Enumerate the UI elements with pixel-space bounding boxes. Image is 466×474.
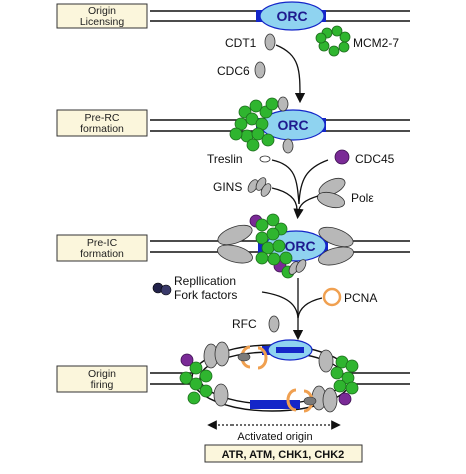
gins-protein (288, 259, 307, 275)
rfc-protein (268, 315, 280, 333)
cdc45-protein (334, 149, 350, 165)
stage-label-box (56, 3, 148, 29)
stage-label-line1: Origin (88, 368, 116, 380)
stage-pre-rc-formation: Pre-RC formation ORC Treslin CDC45 GINS (56, 96, 410, 220)
replisome-right (286, 349, 359, 413)
fork-factors-label-line2: Fork factors (174, 288, 237, 302)
orc-label: ORC (284, 238, 315, 254)
checkpoint-box (204, 444, 363, 463)
cdc6-protein (254, 61, 266, 79)
fork-factors-icon (152, 282, 172, 296)
stage-label-box (56, 234, 148, 262)
pcna-ring (322, 287, 342, 307)
mcm-double-hexamer (255, 213, 295, 279)
stage-pre-ic-formation: Pre-IC formation ORC (56, 213, 410, 341)
stage-origin-firing: Origin firing (56, 339, 410, 463)
stage-label-box (56, 109, 148, 137)
arrow-join-treslin (271, 159, 300, 205)
arrow-join-fork (261, 291, 299, 319)
mcm-label: MCM2-7 (353, 36, 399, 50)
cdt1-label: CDT1 (225, 36, 257, 50)
mcm-double-hexamer (229, 97, 279, 152)
stage-label-line2: formation (80, 123, 124, 135)
arrow-join-pcna (297, 297, 323, 319)
gins-label: GINS (213, 180, 242, 194)
pcna-label: PCNA (344, 291, 377, 305)
replisome-left (179, 341, 268, 407)
arrow-licensing-to-prerc (275, 44, 306, 104)
arrow-join-gins (271, 187, 298, 211)
pol-label: Polε (351, 191, 374, 205)
new-strand-bottom (250, 400, 300, 409)
checkpoint-kinases-label: ATR, ATM, CHK1, CHK2 (222, 449, 345, 461)
cdt1-protein (264, 33, 276, 51)
treslin-protein (259, 155, 271, 163)
stage-label-line2: Licensing (80, 16, 125, 28)
activated-origin-label: Activated origin (237, 431, 312, 443)
mcm-ring-icon (315, 25, 351, 57)
treslin-label: Treslin (207, 152, 243, 166)
arrow-prerc-to-preic (293, 195, 319, 220)
orc-label: ORC (277, 117, 308, 133)
orc-dna-box (276, 347, 304, 353)
orc-label: ORC (276, 8, 307, 24)
pol-epsilon-right (318, 226, 354, 266)
gins-protein (247, 177, 272, 197)
stage-label-line1: Origin (88, 5, 116, 17)
stage-label-line2: formation (80, 248, 124, 260)
cdt1-protein (277, 96, 289, 112)
stage-origin-licensing: Origin Licensing ORC CDT1 CDC6 MCM2-7 (56, 1, 410, 104)
arrow-join-cdc45 (298, 159, 329, 205)
pol-epsilon-protein (316, 177, 346, 209)
orc-complex (259, 1, 325, 31)
cdc6-label: CDC6 (217, 64, 250, 78)
stage-label-box (56, 365, 148, 393)
cdc6-protein (282, 138, 294, 154)
stage-label-line1: Pre-RC (84, 112, 119, 124)
fork-factors-label-line1: Repllication (174, 274, 236, 288)
stage-label-line2: firing (91, 379, 114, 391)
pol-epsilon-left (217, 224, 253, 264)
rfc-label: RFC (232, 317, 257, 331)
cdc45-label: CDC45 (355, 152, 395, 166)
stage-label-line1: Pre-IC (87, 237, 118, 249)
